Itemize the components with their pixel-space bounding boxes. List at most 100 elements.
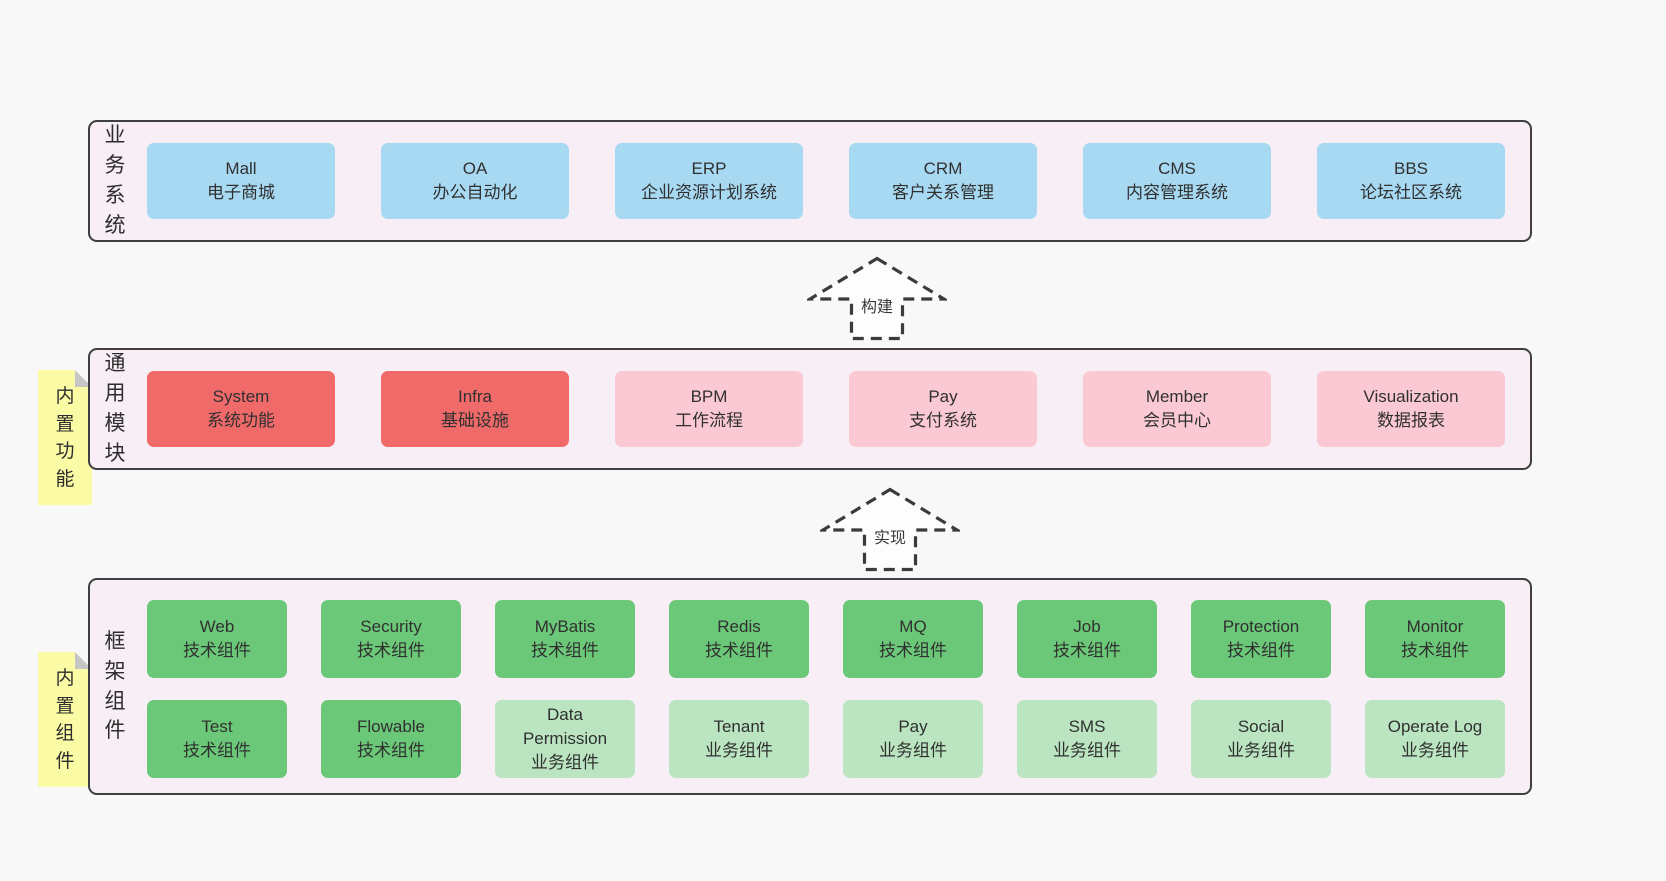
- box-bbs: BBS 论坛社区系统: [1317, 143, 1505, 219]
- box-title: Redis: [717, 617, 761, 637]
- box-subtitle: 办公自动化: [432, 183, 518, 202]
- box-subtitle: 工作流程: [675, 411, 743, 430]
- box-subtitle: 技术组件: [1227, 641, 1295, 660]
- box-monitor: Monitor 技术组件: [1365, 600, 1505, 678]
- box-title: Pay: [928, 387, 958, 407]
- box-cms: CMS 内容管理系统: [1083, 143, 1271, 219]
- box-title: System: [212, 387, 270, 407]
- box-subtitle: 会员中心: [1143, 411, 1211, 430]
- box-test: Test 技术组件: [147, 700, 287, 778]
- layer-label-text: 框架组件: [104, 629, 126, 743]
- box-mq: MQ 技术组件: [843, 600, 983, 678]
- box-member: Member 会员中心: [1083, 371, 1271, 447]
- box-title: OA: [462, 159, 488, 179]
- box-sms: SMS 业务组件: [1017, 700, 1157, 778]
- box-data-permission: Data Permission 业务组件: [495, 700, 635, 778]
- box-title: CMS: [1158, 159, 1196, 179]
- box-mybatis: MyBatis 技术组件: [495, 600, 635, 678]
- box-title: Monitor: [1406, 617, 1464, 637]
- arrow-up-implement: 实现: [820, 487, 960, 572]
- box-redis: Redis 技术组件: [669, 600, 809, 678]
- box-subtitle: 业务组件: [1227, 741, 1295, 760]
- layer-common-modules: 通用模块 System 系统功能 Infra 基础设施 BPM 工作流程 Pay 支付系统 Me…: [88, 348, 1532, 470]
- box-tenant: Tenant 业务组件: [669, 700, 809, 778]
- box-subtitle: 论坛社区系统: [1360, 183, 1462, 202]
- box-subtitle: 客户关系管理: [892, 183, 994, 202]
- box-visualization: Visualization 数据报表: [1317, 371, 1505, 447]
- box-protection: Protection 技术组件: [1191, 600, 1331, 678]
- box-subtitle: 技术组件: [1053, 641, 1121, 660]
- box-subtitle: 技术组件: [183, 741, 251, 760]
- box-job: Job 技术组件: [1017, 600, 1157, 678]
- box-title: CRM: [923, 159, 963, 179]
- box-subtitle: 业务组件: [531, 752, 599, 772]
- box-title: Job: [1073, 617, 1101, 637]
- box-subtitle: 业务组件: [705, 741, 773, 760]
- box-subtitle: 支付系统: [909, 411, 977, 430]
- sticky-note-text: 内置组件: [55, 668, 75, 772]
- box-title: ERP: [691, 159, 727, 179]
- box-title: Operate Log: [1387, 717, 1483, 737]
- sticky-note-text: 内置功能: [55, 386, 75, 490]
- box-security: Security 技术组件: [321, 600, 461, 678]
- box-title: Social: [1237, 717, 1285, 737]
- box-subtitle: 电子商城: [207, 183, 275, 202]
- box-subtitle: 业务组件: [1401, 741, 1469, 760]
- box-subtitle: 技术组件: [705, 641, 773, 660]
- box-title: MyBatis: [534, 617, 596, 637]
- box-title: SMS: [1068, 717, 1106, 737]
- box-subtitle: 企业资源计划系统: [641, 183, 777, 202]
- box-subtitle: 业务组件: [879, 741, 947, 760]
- box-title: BPM: [690, 387, 728, 407]
- box-subtitle: 内容管理系统: [1126, 183, 1228, 202]
- arrow-up-build: 构建: [807, 256, 947, 341]
- box-flowable: Flowable 技术组件: [321, 700, 461, 778]
- box-subtitle: 技术组件: [879, 641, 947, 660]
- box-title: Infra: [457, 387, 493, 407]
- box-title: MQ: [899, 617, 927, 637]
- box-subtitle: 系统功能: [207, 411, 275, 430]
- layer-label: 框架组件: [103, 580, 127, 793]
- box-erp: ERP 企业资源计划系统: [615, 143, 803, 219]
- box-crm: CRM 客户关系管理: [849, 143, 1037, 219]
- box-web: Web 技术组件: [147, 600, 287, 678]
- layer-label: 业务系统: [103, 122, 127, 240]
- box-title: Test: [201, 717, 233, 737]
- box-subtitle: 技术组件: [531, 641, 599, 660]
- box-bpm: BPM 工作流程: [615, 371, 803, 447]
- box-social: Social 业务组件: [1191, 700, 1331, 778]
- box-title: Tenant: [713, 717, 765, 737]
- arrow-label: 构建: [858, 293, 896, 317]
- box-title: Flowable: [356, 717, 426, 737]
- layer-label-text: 通用模块: [104, 352, 126, 465]
- box-title: Protection: [1222, 617, 1300, 637]
- box-subtitle: 业务组件: [1053, 741, 1121, 760]
- box-system: System 系统功能: [147, 371, 335, 447]
- box-subtitle: 技术组件: [183, 641, 251, 660]
- box-subtitle: 技术组件: [357, 641, 425, 660]
- box-oa: OA 办公自动化: [381, 143, 569, 219]
- box-title: Data Permission: [522, 705, 608, 749]
- box-operate-log: Operate Log 业务组件: [1365, 700, 1505, 778]
- box-title: Security: [360, 617, 422, 637]
- box-title: Web: [199, 617, 235, 637]
- box-infra: Infra 基础设施: [381, 371, 569, 447]
- box-title: BBS: [1393, 159, 1429, 179]
- box-subtitle: 技术组件: [357, 741, 425, 760]
- layer-label-text: 业务系统: [104, 124, 126, 237]
- box-title: Member: [1145, 387, 1209, 407]
- box-title: Visualization: [1363, 387, 1459, 407]
- arrow-label: 实现: [871, 524, 909, 548]
- sticky-note-built-in-components: 内置组件: [38, 652, 92, 787]
- layer-label: 通用模块: [103, 350, 127, 468]
- box-subtitle: 基础设施: [441, 411, 509, 430]
- box-subtitle: 技术组件: [1401, 641, 1469, 660]
- box-pay: Pay 支付系统: [849, 371, 1037, 447]
- sticky-note-built-in-features: 内置功能: [38, 370, 92, 505]
- box-subtitle: 数据报表: [1377, 411, 1445, 430]
